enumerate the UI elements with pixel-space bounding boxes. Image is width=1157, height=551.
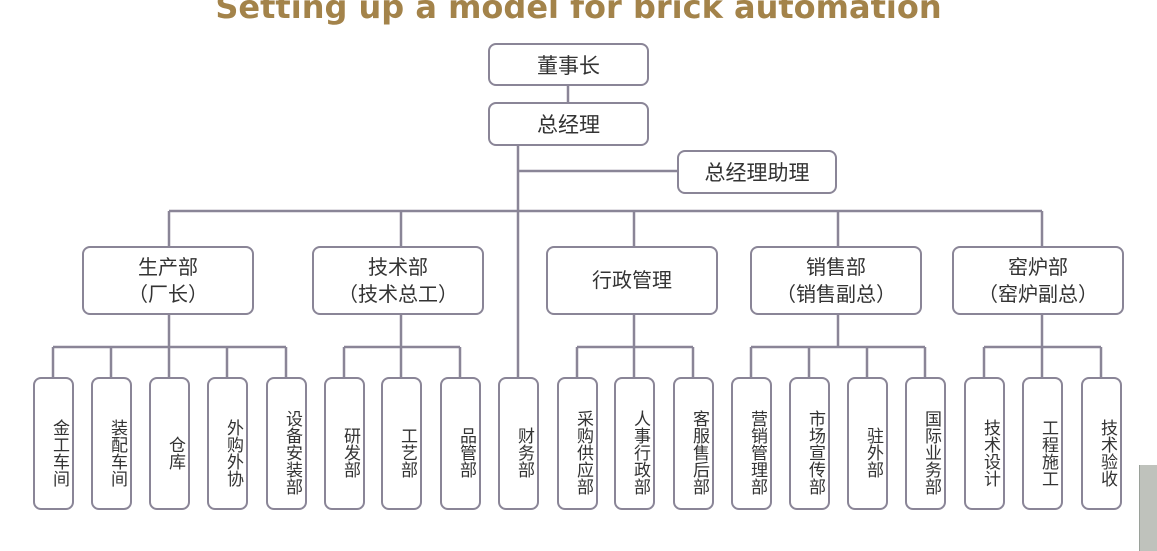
unit-label: 营销管理部 <box>747 410 767 495</box>
unit-label: 技术设计 <box>980 418 1000 487</box>
unit-box: 驻外部 <box>847 377 888 510</box>
unit-box: 品管部 <box>440 377 481 510</box>
unit-label: 财务部 <box>514 427 534 478</box>
unit-label: 设备安装部 <box>282 410 302 495</box>
unit-box: 市场宣传部 <box>789 377 830 510</box>
unit-box: 研发部 <box>324 377 365 510</box>
unit-box: 客服售后部 <box>673 377 714 510</box>
dept-head: （技术总工） <box>338 281 458 306</box>
unit-label: 工程施工 <box>1038 418 1058 487</box>
unit-box: 装配车间 <box>91 377 132 510</box>
chairman-box: 董事长 <box>488 43 649 86</box>
unit-label: 市场宣传部 <box>805 410 825 495</box>
unit-label: 技术验收 <box>1097 418 1117 487</box>
unit-label: 人事行政部 <box>630 410 650 495</box>
dept-administration: 行政管理 <box>546 246 718 315</box>
dept-head: （销售副总） <box>776 281 896 306</box>
unit-label: 外购外协 <box>223 418 243 487</box>
unit-label: 国际业务部 <box>921 410 941 495</box>
dept-kiln: 窑炉部 （窑炉副总） <box>952 246 1124 315</box>
unit-box: 财务部 <box>498 377 539 510</box>
unit-box: 设备安装部 <box>266 377 307 510</box>
dept-name: 行政管理 <box>592 268 672 292</box>
dept-production: 生产部 （厂长） <box>82 246 254 315</box>
side-thumbnail <box>1139 465 1157 551</box>
unit-label: 采购供应部 <box>573 410 593 495</box>
gm-assistant-label: 总经理助理 <box>704 161 810 185</box>
unit-box: 技术验收 <box>1081 377 1122 510</box>
unit-box: 人事行政部 <box>614 377 655 510</box>
diagram-title: Setting up a model for brick automation <box>215 0 942 26</box>
dept-sales: 销售部 （销售副总） <box>750 246 922 315</box>
general-manager-box: 总经理 <box>488 102 649 146</box>
unit-box: 工艺部 <box>381 377 422 510</box>
dept-head: （窑炉副总） <box>978 281 1098 306</box>
dept-technology: 技术部 （技术总工） <box>312 246 484 315</box>
unit-box: 外购外协 <box>207 377 248 510</box>
chairman-label: 董事长 <box>537 53 600 78</box>
unit-box: 采购供应部 <box>557 377 598 510</box>
unit-label: 研发部 <box>340 427 360 478</box>
general-manager-label: 总经理 <box>537 113 600 137</box>
unit-label: 金工车间 <box>49 418 69 487</box>
unit-box: 国际业务部 <box>905 377 946 510</box>
unit-box: 仓库 <box>149 377 190 510</box>
unit-label: 装配车间 <box>107 418 127 487</box>
unit-label: 驻外部 <box>863 427 883 478</box>
unit-box: 技术设计 <box>964 377 1005 510</box>
dept-name: 生产部 <box>138 254 198 279</box>
unit-label: 仓库 <box>165 435 185 470</box>
gm-assistant-box: 总经理助理 <box>677 150 837 194</box>
dept-name: 销售部 <box>806 254 866 279</box>
dept-head: （厂长） <box>128 281 208 306</box>
dept-name: 窑炉部 <box>1008 254 1068 279</box>
unit-box: 工程施工 <box>1022 377 1063 510</box>
unit-label: 工艺部 <box>397 427 417 478</box>
unit-box: 金工车间 <box>33 377 74 510</box>
unit-label: 客服售后部 <box>689 410 709 495</box>
unit-label: 品管部 <box>456 427 476 478</box>
unit-box: 营销管理部 <box>731 377 772 510</box>
dept-name: 技术部 <box>368 254 428 279</box>
